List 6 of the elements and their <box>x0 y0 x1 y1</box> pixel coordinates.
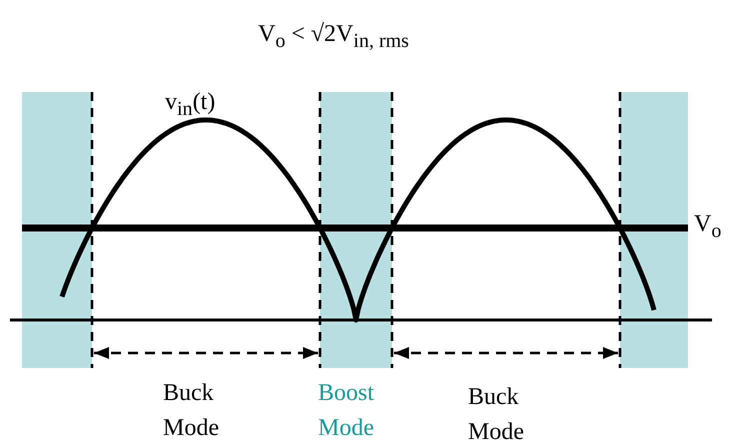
waveform-label: v$_{in}$(t) <box>165 88 216 121</box>
mode-label: Buck Mode <box>468 383 525 447</box>
formula-title: V$_{o}$ < √2V$_{in, rms}$ <box>258 20 409 53</box>
mode-label: Buck Mode <box>163 379 220 443</box>
voltage-label: V$_{o}$ <box>694 210 722 243</box>
mode-label: Boost Mode <box>318 379 376 443</box>
